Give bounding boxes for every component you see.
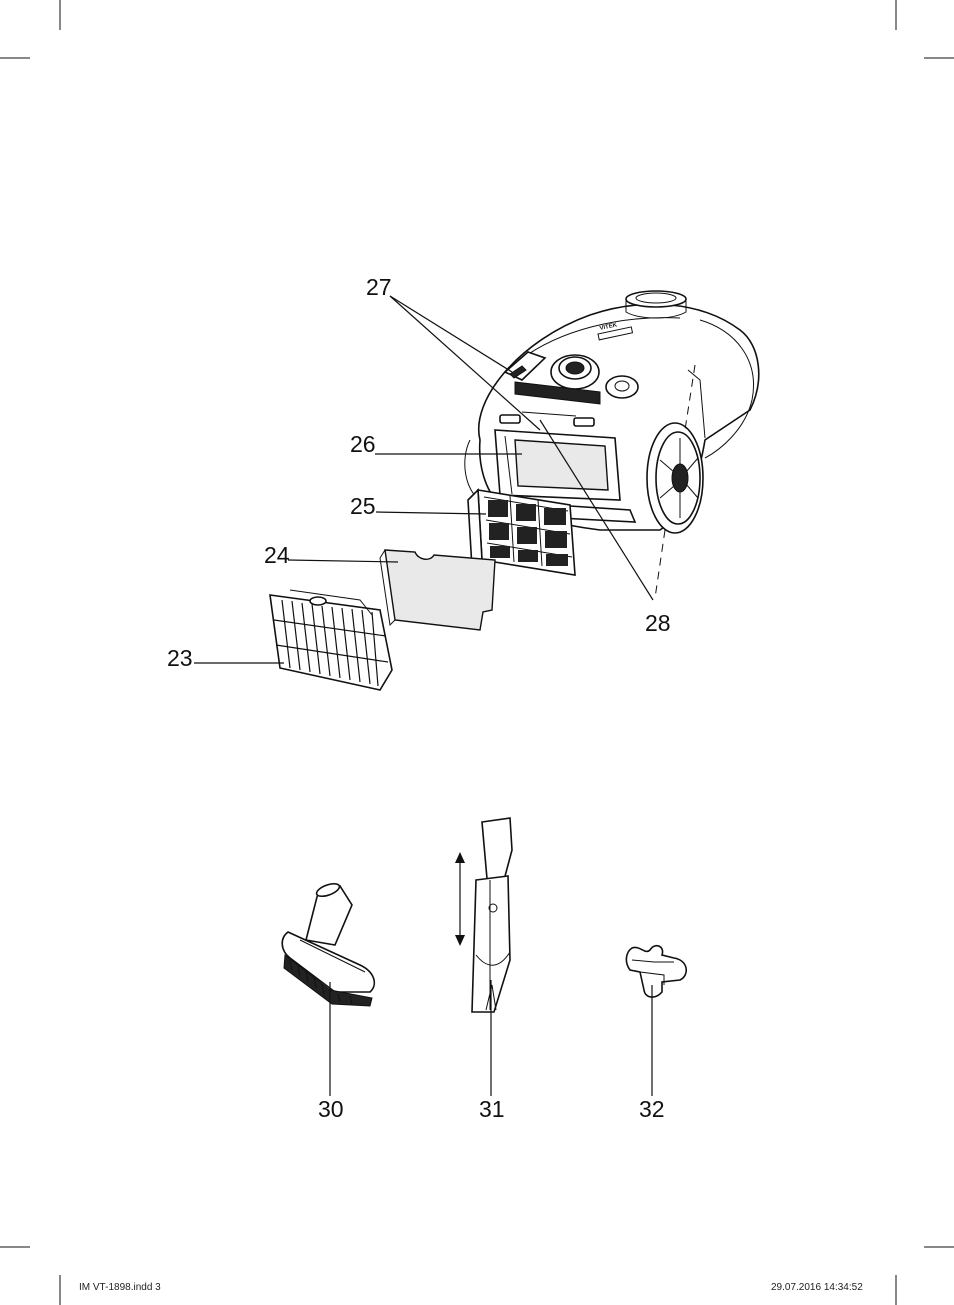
callout-23: 23 (167, 645, 193, 671)
footer-filename: IM VT-1898.indd 3 (79, 1282, 161, 1293)
brush-nozzle (281, 882, 376, 1007)
callout-28: 28 (645, 610, 671, 636)
vacuum-body: VITEK (464, 290, 760, 599)
callout-31: 31 (479, 1096, 505, 1122)
brand-label: VITEK (599, 322, 618, 332)
footer-datetime: 29.07.2016 14:34:52 (771, 1282, 863, 1293)
accessory-holder (625, 944, 687, 998)
leader-lines (194, 295, 654, 1096)
grille-cover (269, 589, 393, 691)
callout-25: 25 (350, 493, 376, 519)
callout-32: 32 (639, 1096, 665, 1122)
foam-filter (379, 549, 496, 631)
callout-numbers: 23 24 25 26 27 28 30 31 32 (167, 274, 671, 1122)
callout-30: 30 (318, 1096, 344, 1122)
callout-26: 26 (350, 431, 376, 457)
callout-27: 27 (366, 274, 392, 300)
callout-24: 24 (264, 542, 290, 568)
crevice-tool (455, 817, 513, 1013)
hepa-filter (467, 488, 576, 576)
